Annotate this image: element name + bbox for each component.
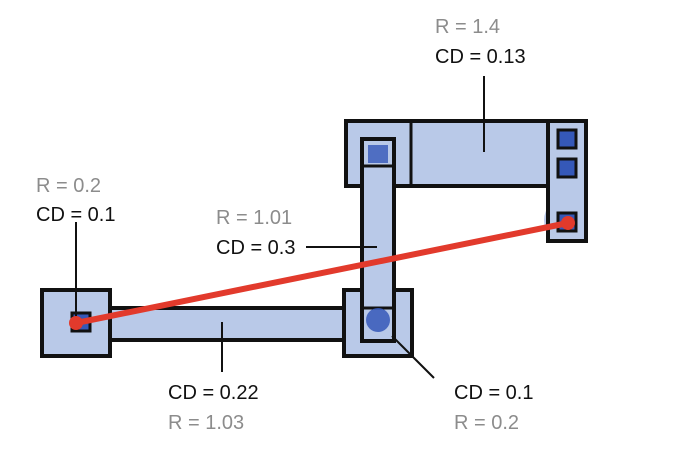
via-square-1 bbox=[556, 128, 578, 150]
left-contact-cd: CD = 0.1 bbox=[36, 204, 116, 226]
leader-bottom-right bbox=[391, 335, 435, 379]
bottom-right-cd: CD = 0.1 bbox=[454, 382, 534, 404]
vertical-via-cd: CD = 0.3 bbox=[216, 237, 296, 259]
bottom-wire-cd: CD = 0.22 bbox=[168, 382, 259, 404]
top-right-cd: CD = 0.13 bbox=[435, 46, 526, 68]
path-end-dot bbox=[561, 216, 575, 230]
bottom-right-resistance: R = 0.2 bbox=[454, 412, 520, 434]
via-square-2 bbox=[556, 157, 578, 179]
junction-via bbox=[366, 308, 390, 332]
vertical-via-resistance: R = 1.01 bbox=[216, 207, 293, 229]
path-start-dot bbox=[69, 316, 83, 330]
left-contact-resistance: R = 0.2 bbox=[36, 175, 102, 197]
bottom-wire bbox=[105, 306, 349, 342]
resistance-path bbox=[73, 220, 571, 326]
bottom-wire-resistance: R = 1.03 bbox=[168, 412, 245, 434]
top-right-resistance: R = 1.4 bbox=[435, 16, 501, 38]
vertical-strip-top-via bbox=[368, 145, 388, 163]
